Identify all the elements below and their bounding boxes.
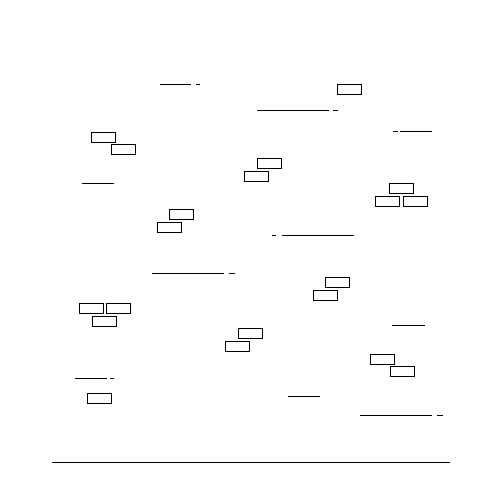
line-16 (360, 415, 432, 416)
box-19 (390, 366, 415, 377)
line-3 (257, 110, 329, 111)
box-16 (238, 328, 263, 339)
line-9 (282, 235, 354, 236)
box-9 (169, 209, 194, 220)
box-14 (106, 303, 131, 314)
line-17 (437, 415, 443, 416)
line-1 (160, 84, 191, 85)
line-2 (196, 84, 200, 85)
line-7 (82, 183, 114, 184)
box-4 (257, 158, 282, 169)
box-13 (79, 303, 104, 314)
box-5 (244, 171, 269, 182)
line-6 (400, 131, 432, 132)
box-7 (375, 196, 400, 207)
line-14 (110, 378, 114, 379)
line-4 (333, 110, 338, 111)
box-10 (157, 222, 182, 233)
line-11 (229, 273, 235, 274)
box-17 (225, 341, 250, 352)
box-12 (313, 290, 338, 301)
line-15 (288, 396, 320, 397)
line-8 (272, 235, 276, 236)
box-1 (337, 84, 362, 95)
box-18 (370, 354, 395, 365)
box-2 (91, 132, 116, 143)
box-8 (403, 196, 428, 207)
line-10 (152, 273, 224, 274)
box-11 (325, 277, 350, 288)
footer-divider (52, 462, 450, 463)
line-5 (393, 131, 398, 132)
box-20 (87, 393, 112, 404)
box-3 (111, 144, 136, 155)
line-13 (75, 378, 107, 379)
line-12 (392, 325, 425, 326)
box-6 (389, 183, 414, 194)
box-15 (92, 316, 117, 327)
